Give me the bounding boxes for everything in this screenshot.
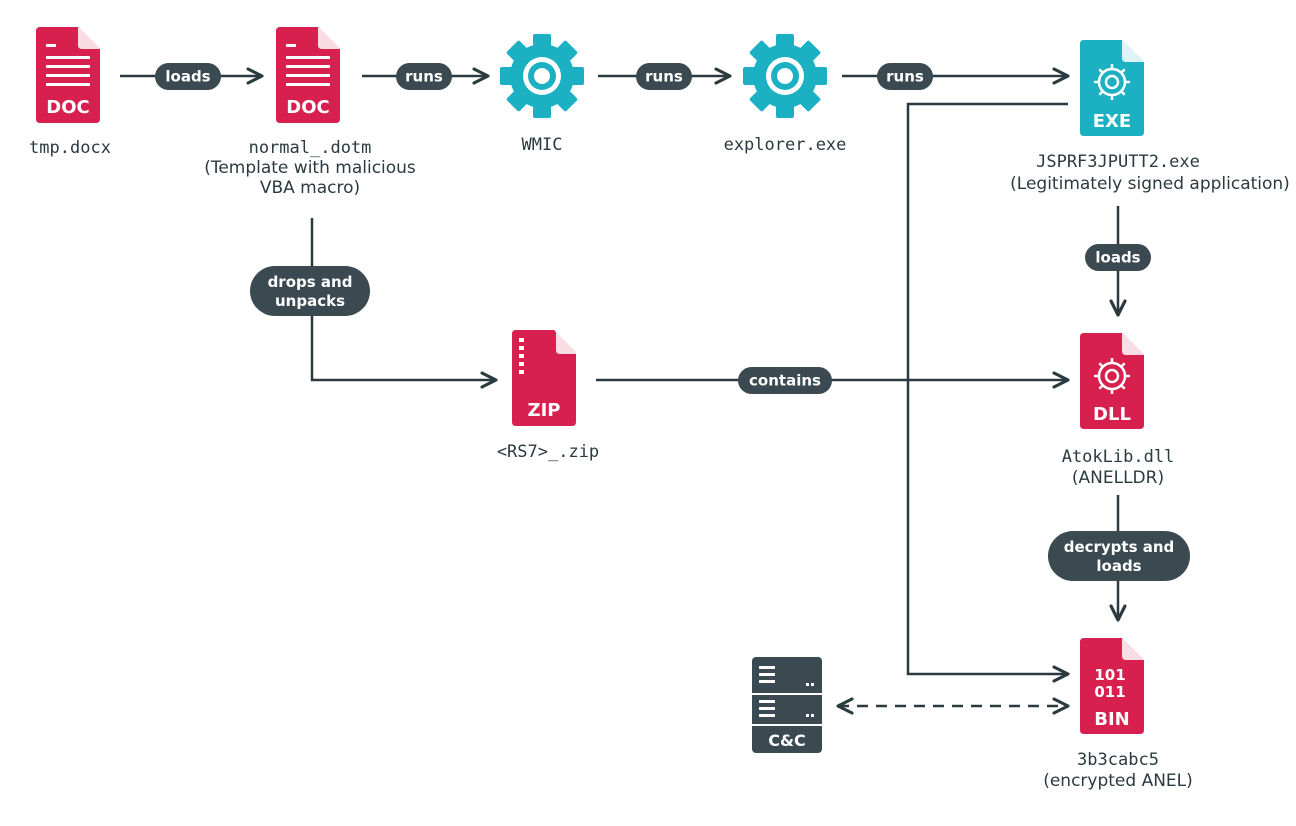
svg-text:EXE: EXE [1093, 111, 1131, 132]
edge-label-runs-1: runs [396, 63, 452, 90]
edge-label-runs-3: runs [877, 63, 933, 90]
edge-label-drops-and-unpacks: drops and unpacks [250, 266, 370, 316]
node-bin: 101 011 BIN 3b3cabc5 (encrypted ANEL) [1043, 638, 1193, 791]
node-sublabel: (Legitimately signed application) [1010, 174, 1290, 194]
dll-file-icon: DLL [1080, 333, 1144, 429]
svg-text:101: 101 [1094, 666, 1125, 684]
exe-file-icon: EXE [1080, 40, 1144, 136]
svg-text:contains: contains [749, 372, 821, 390]
edge-exe-to-bin [906, 102, 1070, 683]
svg-text:loads: loads [165, 68, 210, 86]
svg-text:011: 011 [1094, 683, 1125, 701]
bin-file-icon: 101 011 BIN [1080, 638, 1144, 734]
svg-text:loads: loads [1096, 557, 1141, 575]
node-label: <RS7>_.zip [497, 442, 599, 462]
edge-label-runs-2: runs [636, 63, 692, 90]
svg-text:DOC: DOC [286, 97, 329, 118]
node-normal-dotm: DOC normal_.dotm (Template with maliciou… [204, 27, 416, 198]
svg-text:DLL: DLL [1093, 404, 1131, 425]
node-sublabel: (Template with malicious [204, 158, 416, 178]
svg-text:loads: loads [1095, 249, 1140, 267]
node-sublabel: (ANELLDR) [1072, 468, 1164, 488]
svg-text:drops and: drops and [268, 273, 353, 291]
gear-icon [743, 34, 827, 118]
edge-label-contains: contains [738, 367, 832, 394]
doc-file-icon: DOC [276, 27, 340, 123]
node-sublabel: (encrypted ANEL) [1043, 771, 1193, 791]
node-dll: DLL AtokLib.dll (ANELLDR) [1062, 333, 1175, 488]
node-label: JSPRF3JPUTT2.exe [1036, 152, 1200, 172]
svg-text:unpacks: unpacks [275, 292, 345, 310]
node-label: tmp.docx [29, 138, 111, 158]
node-label: 3b3cabc5 [1077, 750, 1159, 770]
svg-text:runs: runs [645, 68, 683, 86]
node-label: explorer.exe [724, 135, 847, 155]
svg-text:decrypts and: decrypts and [1064, 538, 1175, 556]
edge-label-loads-2: loads [1085, 244, 1151, 271]
svg-text:runs: runs [405, 68, 443, 86]
node-tmp-docx: DOC tmp.docx [29, 27, 111, 158]
zip-file-icon: ZIP [512, 330, 580, 426]
node-zip: ZIP <RS7>_.zip [497, 330, 599, 462]
node-wmic: WMIC [500, 34, 584, 155]
node-label: AtokLib.dll [1062, 447, 1175, 467]
node-exe: EXE JSPRF3JPUTT2.exe (Legitimately signe… [1010, 40, 1290, 194]
svg-text:runs: runs [886, 68, 924, 86]
node-explorer: explorer.exe [724, 34, 847, 155]
edge-label-decrypts-and-loads: decrypts and loads [1048, 531, 1190, 581]
svg-text:BIN: BIN [1094, 709, 1129, 730]
server-icon: C&C [752, 657, 822, 753]
node-label: normal_.dotm [249, 138, 372, 158]
edge-label-loads-1: loads [155, 63, 221, 90]
svg-text:C&C: C&C [768, 731, 805, 750]
doc-file-icon: DOC [36, 27, 100, 123]
node-label: WMIC [522, 135, 563, 155]
node-cnc: C&C [752, 657, 822, 753]
node-sublabel: VBA macro) [260, 178, 360, 198]
svg-text:DOC: DOC [46, 97, 89, 118]
svg-text:ZIP: ZIP [528, 400, 561, 421]
gear-icon [500, 34, 584, 118]
